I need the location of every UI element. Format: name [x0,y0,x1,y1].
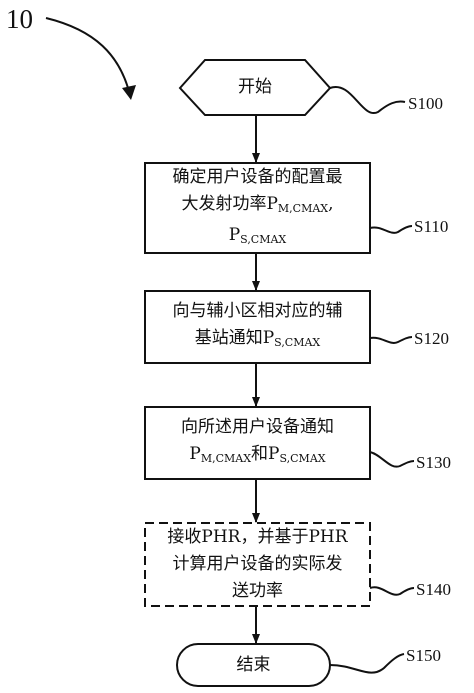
step-s110-line3-sub: S,CMAX [240,232,287,246]
step-s130-line2-sub1: M,CMAX [200,452,252,465]
ref-s110: S110 [414,217,449,236]
leader-s150 [329,653,405,674]
figure-pointer-arrowhead [122,85,136,100]
step-s110-line3-prefix: P [228,224,241,245]
step-s130-line1: 向所述用户设备通知 [181,417,334,437]
leader-s140 [369,586,415,596]
step-s120-box [144,290,371,364]
step-s130-box [144,406,371,480]
step-s130-text: 向所述用户设备通知 PM,CMAX和PS,CMAX [145,407,370,479]
step-s140-line3: 送功率 [231,581,283,601]
step-s110-line2-prefix: 大发射功率P [181,193,278,214]
ref-s100: S100 [408,94,443,113]
step-s120-line2-prefix: 基站通知P [194,328,275,348]
leader-s100 [329,85,406,115]
step-s140-box [144,522,371,607]
ref-s140: S140 [416,580,451,599]
end-label: 结束 [236,654,271,675]
leader-s120 [369,336,413,344]
step-s130-line2-mid: 和P [251,444,280,464]
step-s130-line2-p1: P [189,444,201,464]
ref-s120: S120 [414,329,449,348]
step-s110-line2-sub: M,CMAX [277,201,329,215]
step-s130-line2-sub2: S,CMAX [279,452,326,465]
step-s120-line1: 向与辅小区相对应的辅 [172,301,343,321]
step-s110-box [144,162,371,254]
ref-s150: S150 [406,646,441,665]
step-s140-text: 接收PHR，并基于PHR 计算用户设备的实际发 送功率 [145,523,370,606]
leader-s130 [369,451,415,468]
figure-pointer-arrow [45,17,131,96]
start-label: 开始 [238,77,272,97]
leader-s110 [369,225,413,234]
step-s120-line2-sub: S,CMAX [274,336,321,349]
step-s110-line2-suffix: , [328,193,334,214]
step-s120-text: 向与辅小区相对应的辅 基站通知PS,CMAX [145,291,370,363]
figure-number: 10 [6,4,33,34]
step-s110-text: 确定用户设备的配置最 大发射功率PM,CMAX, PS,CMAX [145,163,370,253]
end-label-wrap: 结束 [177,644,330,686]
ref-s130: S130 [416,453,451,472]
step-s140-line1: 接收PHR，并基于PHR [167,527,348,547]
step-s110-line1: 确定用户设备的配置最 [172,166,343,187]
step-s140-line2: 计算用户设备的实际发 [172,554,343,574]
start-label-wrap: 开始 [180,60,330,115]
